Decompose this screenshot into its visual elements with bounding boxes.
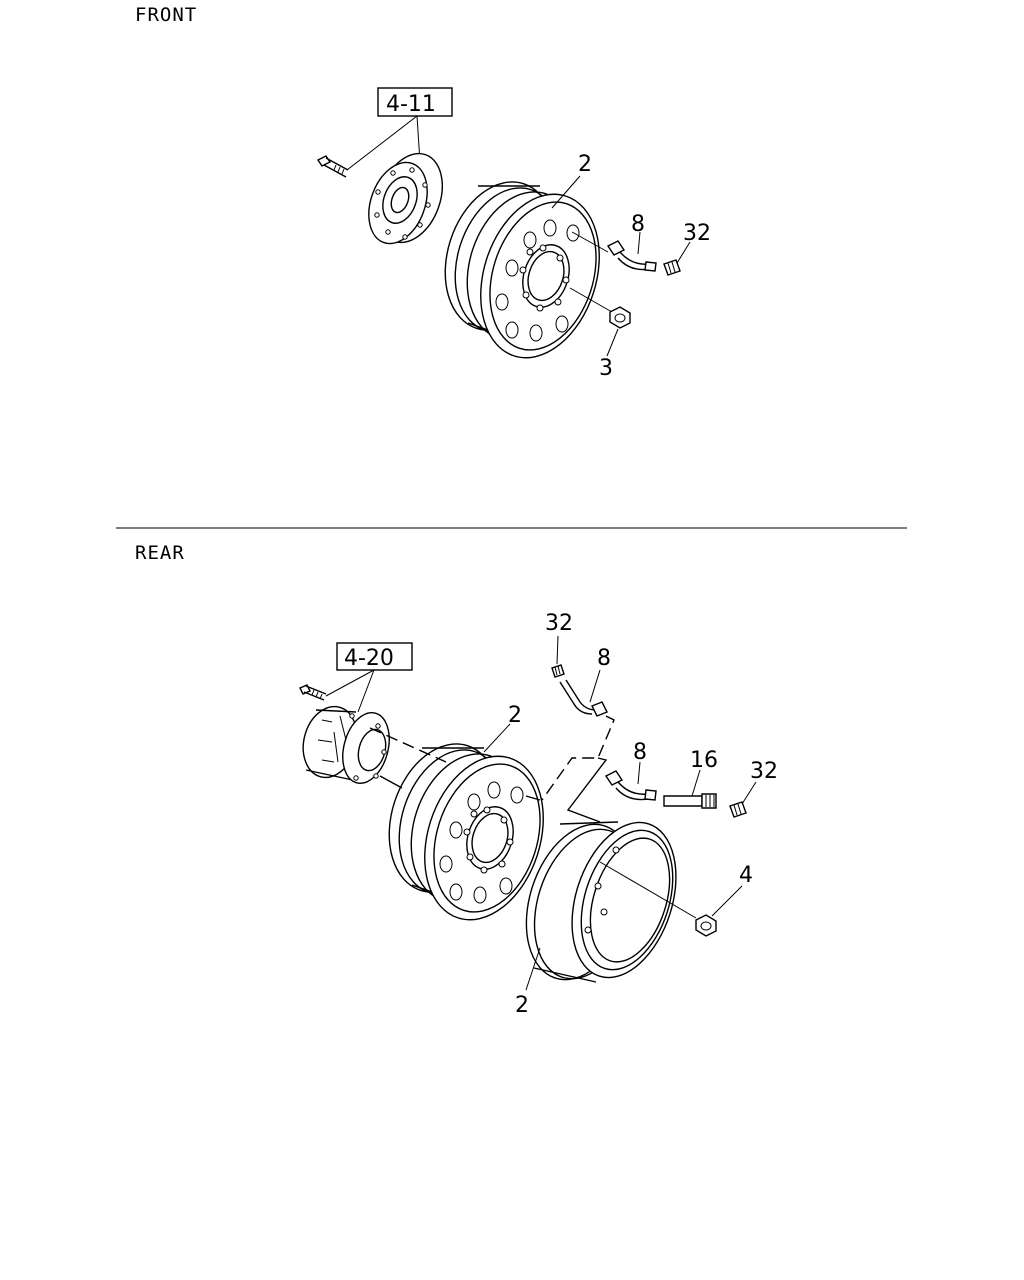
rear-valve-ext-upper: [559, 679, 608, 717]
rear-wheel-outer: [525, 821, 677, 983]
front-section-title: FRONT: [135, 4, 197, 26]
rear-valve-ext-lower: [604, 770, 657, 801]
front-nut-label: 3: [599, 356, 613, 381]
rear-valve-routing-lower: [566, 757, 608, 823]
front-valve-cap: [663, 259, 681, 276]
rear-hub-ref-label: 4-20: [344, 646, 394, 671]
rear-valve-ext-upper-leader: [589, 669, 601, 703]
front-nut-guide: [569, 287, 613, 313]
rear-nut-guide: [599, 861, 697, 919]
rear-nut-label: 4: [739, 863, 753, 888]
front-wheel-leader: [551, 175, 581, 209]
rear-valve-ext-upper-label: 8: [597, 646, 611, 671]
front-wheel-label: 2: [578, 152, 592, 177]
rear-wheel-inner: [388, 743, 544, 921]
front-valve-cap-leader: [676, 241, 691, 264]
front-valve-ext-leader: [637, 231, 641, 255]
rear-valve-cap-lower-label: 32: [750, 759, 778, 784]
rear-hub-leader-2: [357, 669, 375, 713]
rear-nut-leader: [711, 885, 743, 917]
rear-section-title: REAR: [135, 542, 185, 564]
rear-wheel-inner-leader: [483, 723, 511, 753]
front-hub-ref-label: 4-11: [386, 92, 436, 117]
front-hub-leader-1: [346, 115, 418, 171]
rear-hub-bolt: [299, 684, 327, 701]
rear-valve-ext-lower-leader: [637, 761, 641, 785]
rear-wheel-outer-leader: [525, 947, 541, 991]
rear-wheel-nut: [695, 914, 717, 937]
rear-valve-routing-upper: [541, 715, 615, 801]
rear-extension-leader: [691, 769, 701, 797]
front-wheel: [444, 181, 600, 359]
rear-wheel-inner-label: 2: [508, 703, 522, 728]
front-hub-ref-box[interactable]: 4-11: [377, 87, 453, 117]
front-wheel-nut: [609, 306, 631, 329]
rear-valve-cap-lower-leader: [741, 781, 757, 805]
rear-hub: [302, 705, 390, 784]
rear-wheel-outer-label: 2: [515, 993, 529, 1018]
front-nut-leader: [606, 328, 619, 357]
front-valve-ext-label: 8: [631, 212, 645, 237]
front-hub-flange: [368, 152, 443, 245]
rear-valve-cap-upper-leader: [556, 635, 559, 665]
front-hub-bolt: [316, 155, 349, 178]
rear-valve-cap-upper-label: 32: [545, 611, 573, 636]
rear-valve-cap-lower: [729, 801, 747, 818]
rear-valve-cap-upper: [551, 664, 565, 678]
rear-hub-axis-lower: [379, 775, 403, 789]
rear-extension-label: 16: [690, 748, 718, 773]
front-valve-cap-label: 32: [683, 221, 711, 246]
rear-hub-leader-1: [325, 669, 375, 697]
rear-hub-ref-box[interactable]: 4-20: [336, 642, 413, 671]
front-valve-leader: [571, 231, 609, 253]
rear-hub-axis: [369, 727, 447, 763]
rear-valve-ext-lower-label: 8: [633, 740, 647, 765]
rear-valve-routing-tip: [525, 795, 541, 801]
front-valve-extension: [606, 240, 657, 272]
rear-valve-extension: [663, 793, 717, 809]
